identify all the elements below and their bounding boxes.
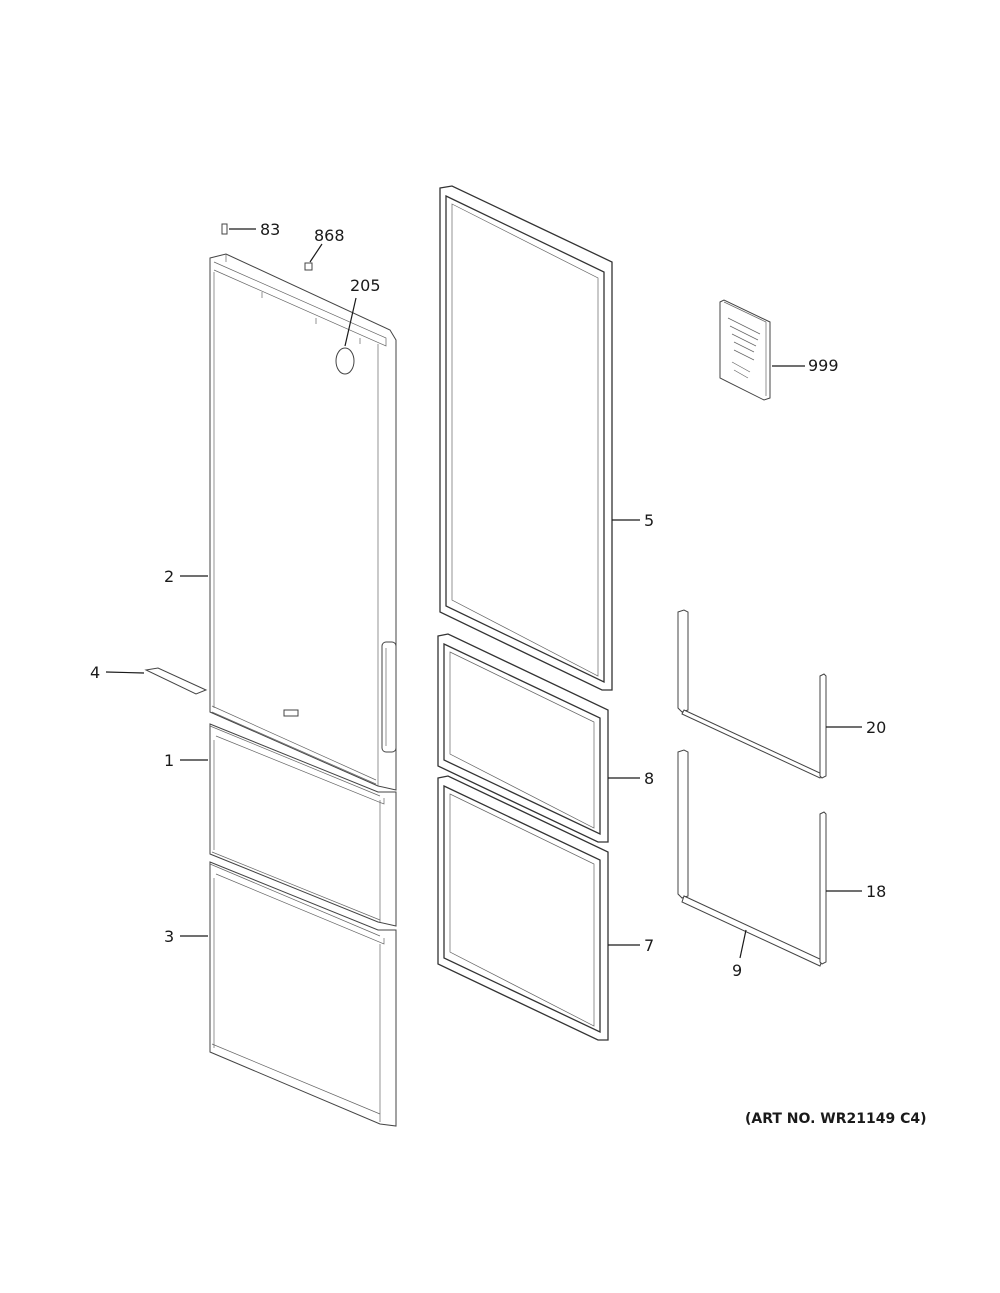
callout-18: 18: [866, 882, 886, 901]
drawer-front-part-1: [209, 723, 397, 927]
callout-7: 7: [644, 936, 654, 955]
callout-20: 20: [866, 718, 886, 737]
callout-2: 2: [164, 567, 174, 586]
callout-205: 205: [350, 276, 381, 295]
pin-83: [221, 223, 228, 235]
refrigerator-door-part-2: [209, 253, 397, 791]
gasket-8: [437, 633, 609, 843]
trim-strip-part-4: [144, 667, 208, 695]
gasket-5: [439, 185, 613, 691]
callout-999: 999: [808, 356, 839, 375]
callout-8: 8: [644, 769, 654, 788]
manual-999: [719, 299, 771, 401]
callout-9: 9: [732, 961, 742, 980]
callout-3: 3: [164, 927, 174, 946]
art-number: (ART NO. WR21149 C4): [745, 1111, 927, 1127]
trim-18: [677, 749, 827, 967]
leader-lines: [105, 228, 862, 959]
decal-205: [335, 347, 355, 375]
callout-4: 4: [90, 663, 100, 682]
door-assembly: [144, 223, 397, 1127]
trim-20: [677, 609, 827, 779]
callout-1: 1: [164, 751, 174, 770]
gasket-7: [437, 775, 609, 1041]
drawer-front-part-3: [209, 861, 397, 1127]
clip-868: [304, 262, 313, 271]
callout-83: 83: [260, 220, 280, 239]
callout-868: 868: [314, 226, 345, 245]
callout-5: 5: [644, 511, 654, 530]
